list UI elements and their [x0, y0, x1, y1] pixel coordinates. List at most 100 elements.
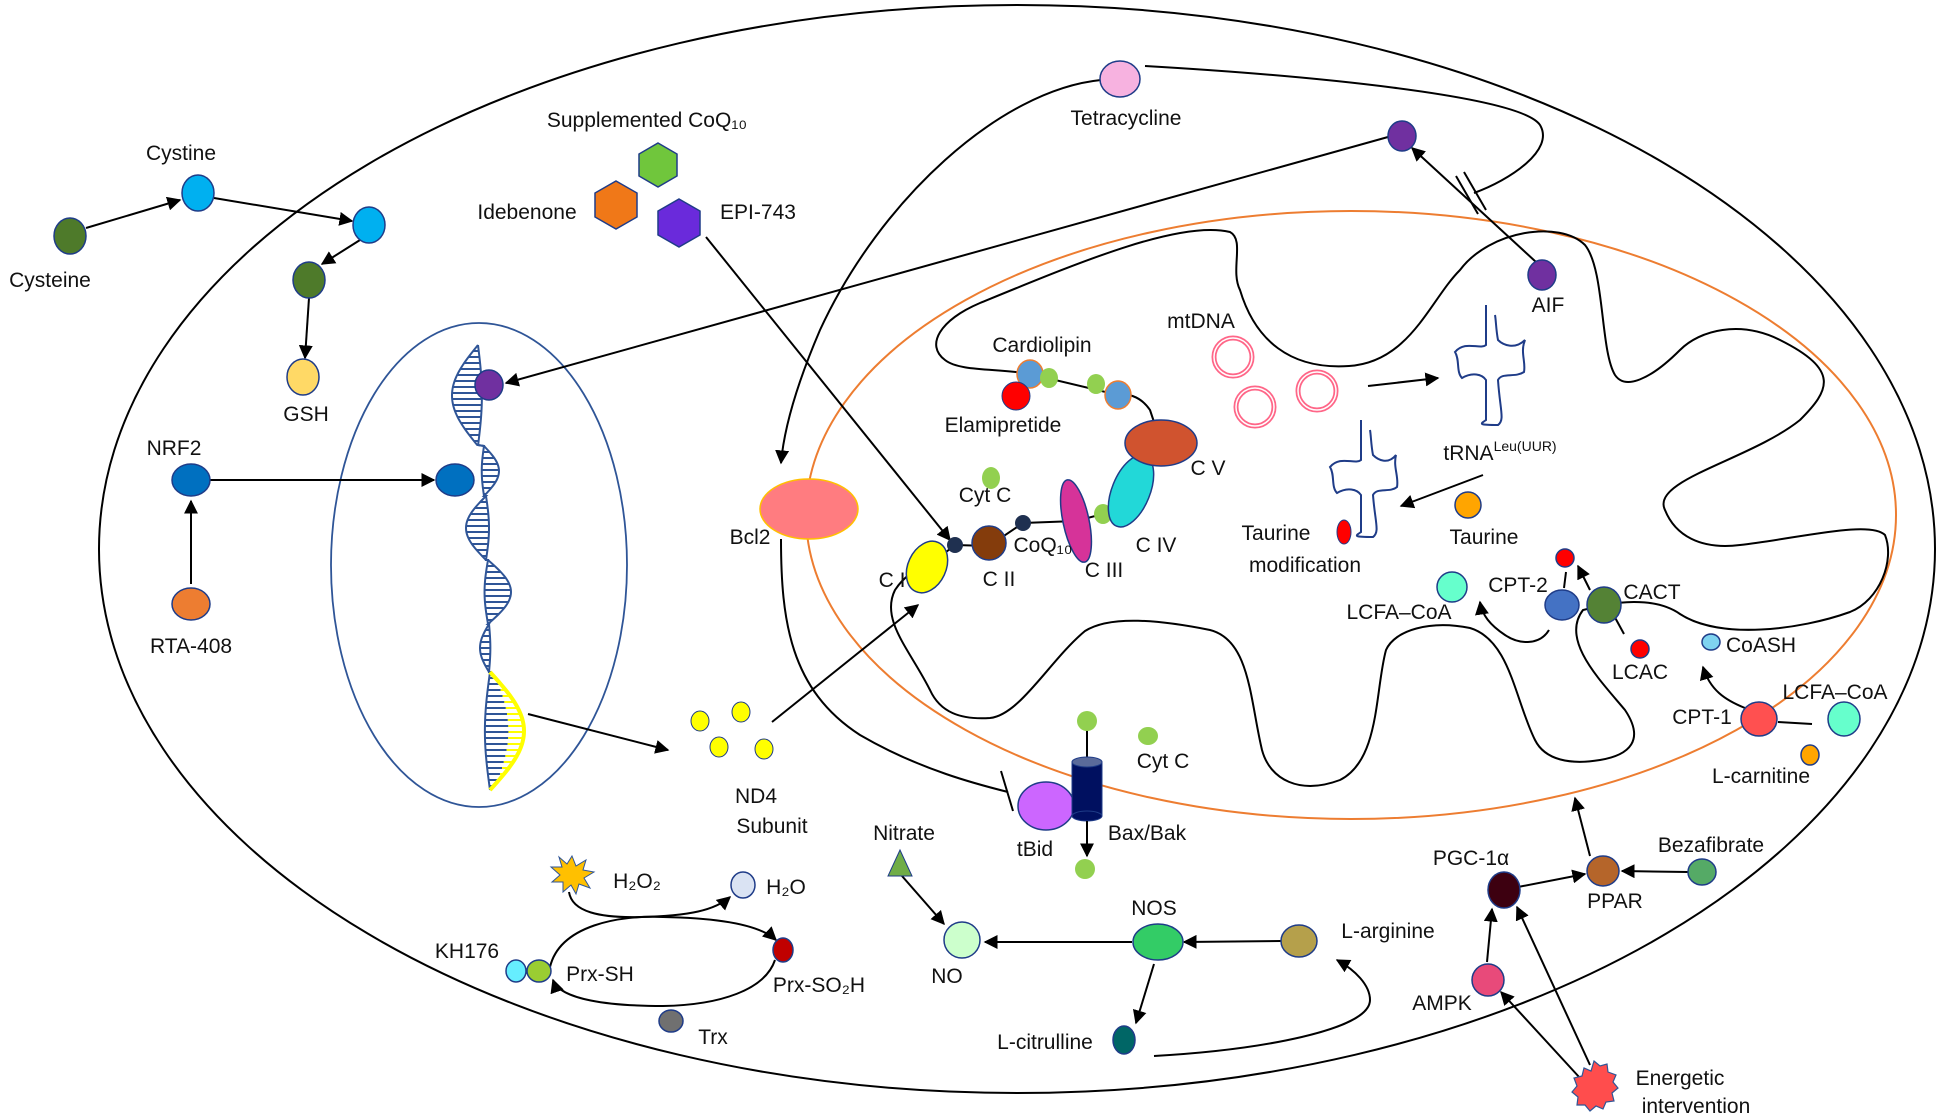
- label-cpt2: CPT-2: [1488, 574, 1548, 597]
- nrf2-node: [171, 463, 211, 497]
- arrow-ampk-pgc: [1483, 907, 1498, 963]
- label-prx-so2h: Prx-SO₂H: [773, 974, 865, 997]
- rta408-node: [171, 587, 211, 621]
- cystine-node: [181, 174, 215, 212]
- cpt2-stub-line: [1563, 571, 1567, 589]
- label-coq10: CoQ₁₀: [1014, 534, 1073, 557]
- label-l-carnitine: L-carnitine: [1712, 765, 1810, 788]
- inhibition-bar: [1455, 175, 1479, 215]
- arrow-larginine-nos: [1182, 934, 1282, 949]
- labels: Cystine Cysteine GSH Supplemented CoQ₁₀ …: [9, 107, 1887, 1118]
- trna-icon: [1453, 305, 1526, 427]
- arrow-cpt2-to-lcfa-coa: [1475, 600, 1550, 643]
- label-cystine: Cystine: [146, 142, 216, 165]
- ppar-node: [1586, 855, 1620, 887]
- idebenone-hexagon-icon: [594, 180, 638, 230]
- trx-node: [658, 1009, 684, 1033]
- label-energetic-intervention: intervention: [1642, 1095, 1751, 1118]
- nrf2-on-dna-node: [435, 463, 475, 497]
- arrow-cystine-next: [213, 197, 354, 226]
- arrow-cact-to-carnitine: [1577, 564, 1591, 591]
- tetracycline-node: [1099, 60, 1141, 98]
- label-nrf2: NRF2: [147, 437, 202, 460]
- l-arginine-node: [1280, 924, 1318, 958]
- arrow-aif-to-nucleus: [504, 136, 1389, 387]
- h2o-node: [730, 871, 756, 899]
- arrow-ppar-to-mito: [1571, 796, 1591, 857]
- label-taurine: Taurine: [1450, 526, 1519, 549]
- cytc-released-node: [1075, 859, 1095, 879]
- label-complex-i: C I: [879, 569, 906, 592]
- glutamyl-node: [292, 261, 326, 299]
- label-cardiolipin: Cardiolipin: [992, 334, 1091, 357]
- label-cact: CACT: [1623, 581, 1680, 604]
- label-mtdna: mtDNA: [1167, 310, 1235, 333]
- label-complex-v: C V: [1190, 457, 1225, 480]
- cytc-ims-node: [982, 467, 1000, 489]
- label-energetic: Energetic: [1636, 1067, 1725, 1090]
- arrow-cysteine-cystine: [85, 196, 182, 229]
- bax-bak-channel-icon: [1071, 756, 1103, 822]
- dna-strand-b: [477, 344, 492, 791]
- bezafibrate-node: [1687, 858, 1717, 886]
- cytc-node: [1077, 711, 1097, 731]
- coash-node: [1701, 633, 1721, 651]
- label-bezafibrate: Bezafibrate: [1658, 834, 1764, 857]
- label-kh176: KH176: [435, 940, 499, 963]
- aif-node: [1527, 259, 1557, 291]
- label-ppar: PPAR: [1587, 890, 1643, 913]
- mtdna-rings-icon: [1211, 335, 1339, 429]
- nd4-dot: [709, 736, 729, 758]
- label-nitrate: Nitrate: [873, 822, 935, 845]
- ampk-node: [1471, 963, 1505, 997]
- label-gsh: GSH: [283, 403, 329, 426]
- label-nd4: ND4: [735, 785, 777, 808]
- label-nos: NOS: [1131, 897, 1177, 920]
- nucleus-membrane: [330, 322, 628, 808]
- label-lcfa-coa-outer: LCFA–CoA: [1782, 681, 1887, 704]
- arrow-prx-sh-to-prx-so2h: [549, 915, 778, 968]
- cact-node: [1586, 586, 1622, 624]
- cytc-membrane-node: [1094, 504, 1112, 524]
- carnitine-red-node: [1555, 548, 1575, 568]
- cpt1-lcfa-line: [1777, 721, 1813, 725]
- modified-trna-icon: [1328, 420, 1399, 539]
- inhibition-bar: [1000, 770, 1014, 812]
- aif-on-dna-node: [474, 369, 504, 401]
- trna-superscript: Leu(UUR): [1494, 438, 1557, 454]
- lcfa-coa-inner-node: [1436, 571, 1468, 603]
- cardiolipin-green-dot: [1040, 368, 1058, 388]
- cardiolipin-green-dot: [1087, 374, 1105, 394]
- l-citrulline-node: [1112, 1025, 1136, 1055]
- trna-base: tRNA: [1443, 442, 1493, 465]
- nd4-dot: [754, 738, 774, 760]
- label-epi743: EPI-743: [720, 201, 796, 224]
- arrow-pgc-ppar: [1517, 869, 1587, 888]
- label-complex-iv: C IV: [1136, 534, 1177, 557]
- cpt2-node: [1544, 589, 1580, 621]
- label-complex-iii: C III: [1085, 559, 1124, 582]
- taurine-modification-node: [1336, 519, 1352, 545]
- nd4-gene-strand: [488, 670, 526, 792]
- ci-coq-dot: [947, 537, 963, 553]
- aif-cytosol-node: [1387, 120, 1417, 152]
- arrow-mtdna-to-trna: [1367, 372, 1440, 387]
- nd4-subunit-dots: [690, 701, 774, 760]
- arrow-cpt1-to-coash: [1699, 665, 1746, 709]
- label-prx-sh: Prx-SH: [566, 963, 634, 986]
- label-cpt1: CPT-1: [1672, 706, 1732, 729]
- prx-sh-node: [526, 959, 552, 983]
- taurine-node: [1454, 491, 1482, 519]
- cytc-node: [1138, 727, 1158, 745]
- h2o2-star-icon: [549, 854, 596, 896]
- complex-v-node: [1124, 419, 1198, 467]
- complex-i-node: [905, 540, 949, 594]
- arrow-dna-to-nd4: [527, 713, 670, 754]
- arrow-epi743-to-ci: [705, 236, 951, 542]
- pgc1a-node: [1487, 871, 1521, 909]
- prx-so2h-node: [772, 937, 794, 963]
- label-pgc1a: PGC-1α: [1433, 847, 1509, 870]
- nitrate-triangle-icon: [887, 848, 913, 877]
- label-taurine-modification: Taurine: [1242, 522, 1311, 545]
